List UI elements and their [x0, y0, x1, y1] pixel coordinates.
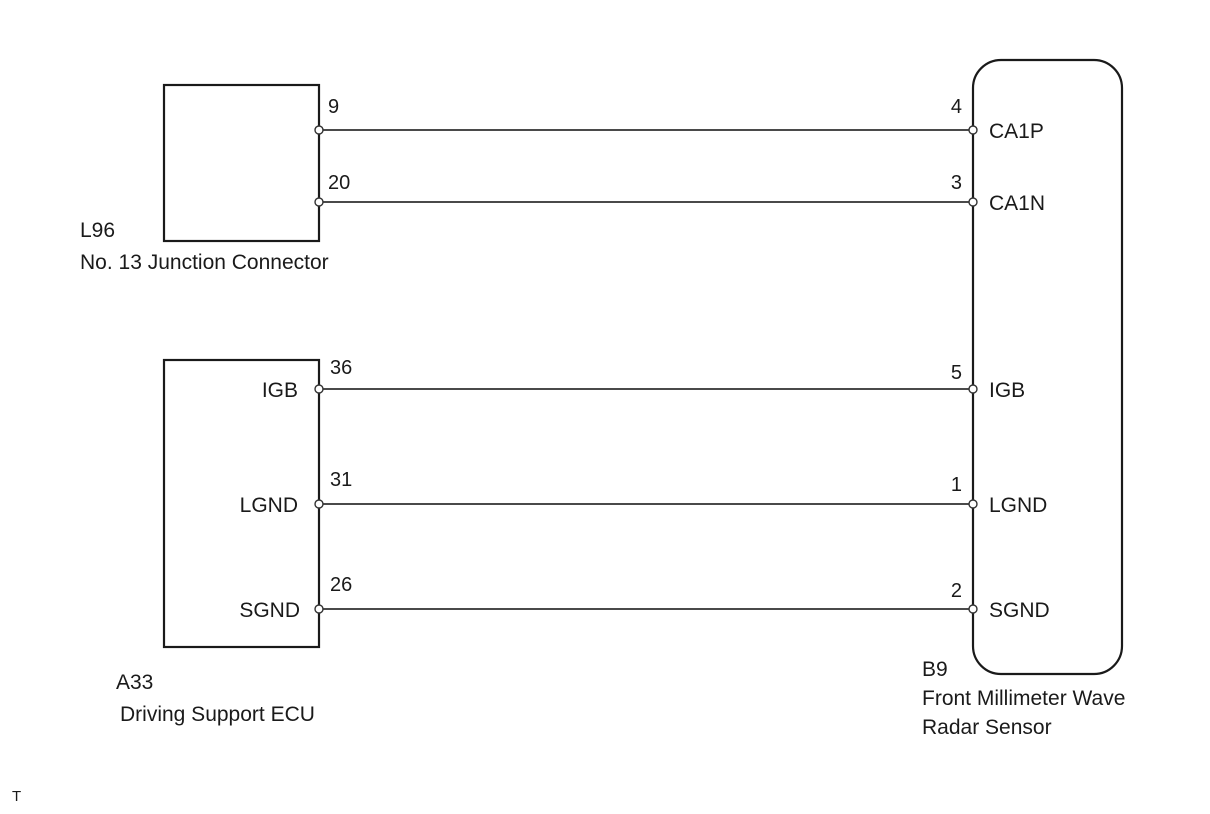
signal-a33-lgnd: LGND — [240, 494, 298, 517]
pin-label-l96-20: 20 — [328, 172, 350, 194]
pin-label-b9-3: 3 — [951, 172, 962, 194]
b9-radar-sensor-box — [971, 58, 1124, 676]
signal-b9-sgnd: SGND — [989, 599, 1050, 622]
pin-label-b9-1: 1 — [951, 474, 962, 496]
pin-label-b9-2: 2 — [951, 580, 962, 602]
pin-label-a33-26: 26 — [330, 574, 352, 596]
terminal-b9-3 — [968, 197, 978, 207]
terminal-a33-26 — [314, 604, 324, 614]
component-name-l96: No. 13 Junction Connector — [80, 251, 329, 274]
pin-label-l96-9: 9 — [328, 96, 339, 118]
terminal-b9-1 — [968, 499, 978, 509]
component-code-l96: L96 — [80, 219, 115, 242]
terminal-l96-9 — [314, 125, 324, 135]
component-name-b9-line2: Radar Sensor — [922, 716, 1052, 739]
terminal-b9-5 — [968, 384, 978, 394]
l96-junction-connector-box — [162, 83, 321, 243]
corner-mark: T — [12, 788, 21, 805]
signal-b9-ca1n: CA1N — [989, 192, 1045, 215]
pin-label-b9-4: 4 — [951, 96, 962, 118]
terminal-b9-2 — [968, 604, 978, 614]
terminal-a33-31 — [314, 499, 324, 509]
pin-label-a33-36: 36 — [330, 357, 352, 379]
signal-a33-sgnd: SGND — [239, 599, 300, 622]
pin-label-b9-5: 5 — [951, 362, 962, 384]
terminal-l96-20 — [314, 197, 324, 207]
signal-b9-ca1p: CA1P — [989, 120, 1044, 143]
pin-label-a33-31: 31 — [330, 469, 352, 491]
signal-a33-igb: IGB — [262, 379, 298, 402]
signal-b9-igb: IGB — [989, 379, 1025, 402]
signal-b9-lgnd: LGND — [989, 494, 1047, 517]
component-name-b9-line1: Front Millimeter Wave — [922, 687, 1125, 710]
terminal-a33-36 — [314, 384, 324, 394]
component-name-a33: Driving Support ECU — [120, 703, 315, 726]
terminal-b9-4 — [968, 125, 978, 135]
component-code-b9: B9 — [922, 658, 948, 681]
component-code-a33: A33 — [116, 671, 153, 694]
